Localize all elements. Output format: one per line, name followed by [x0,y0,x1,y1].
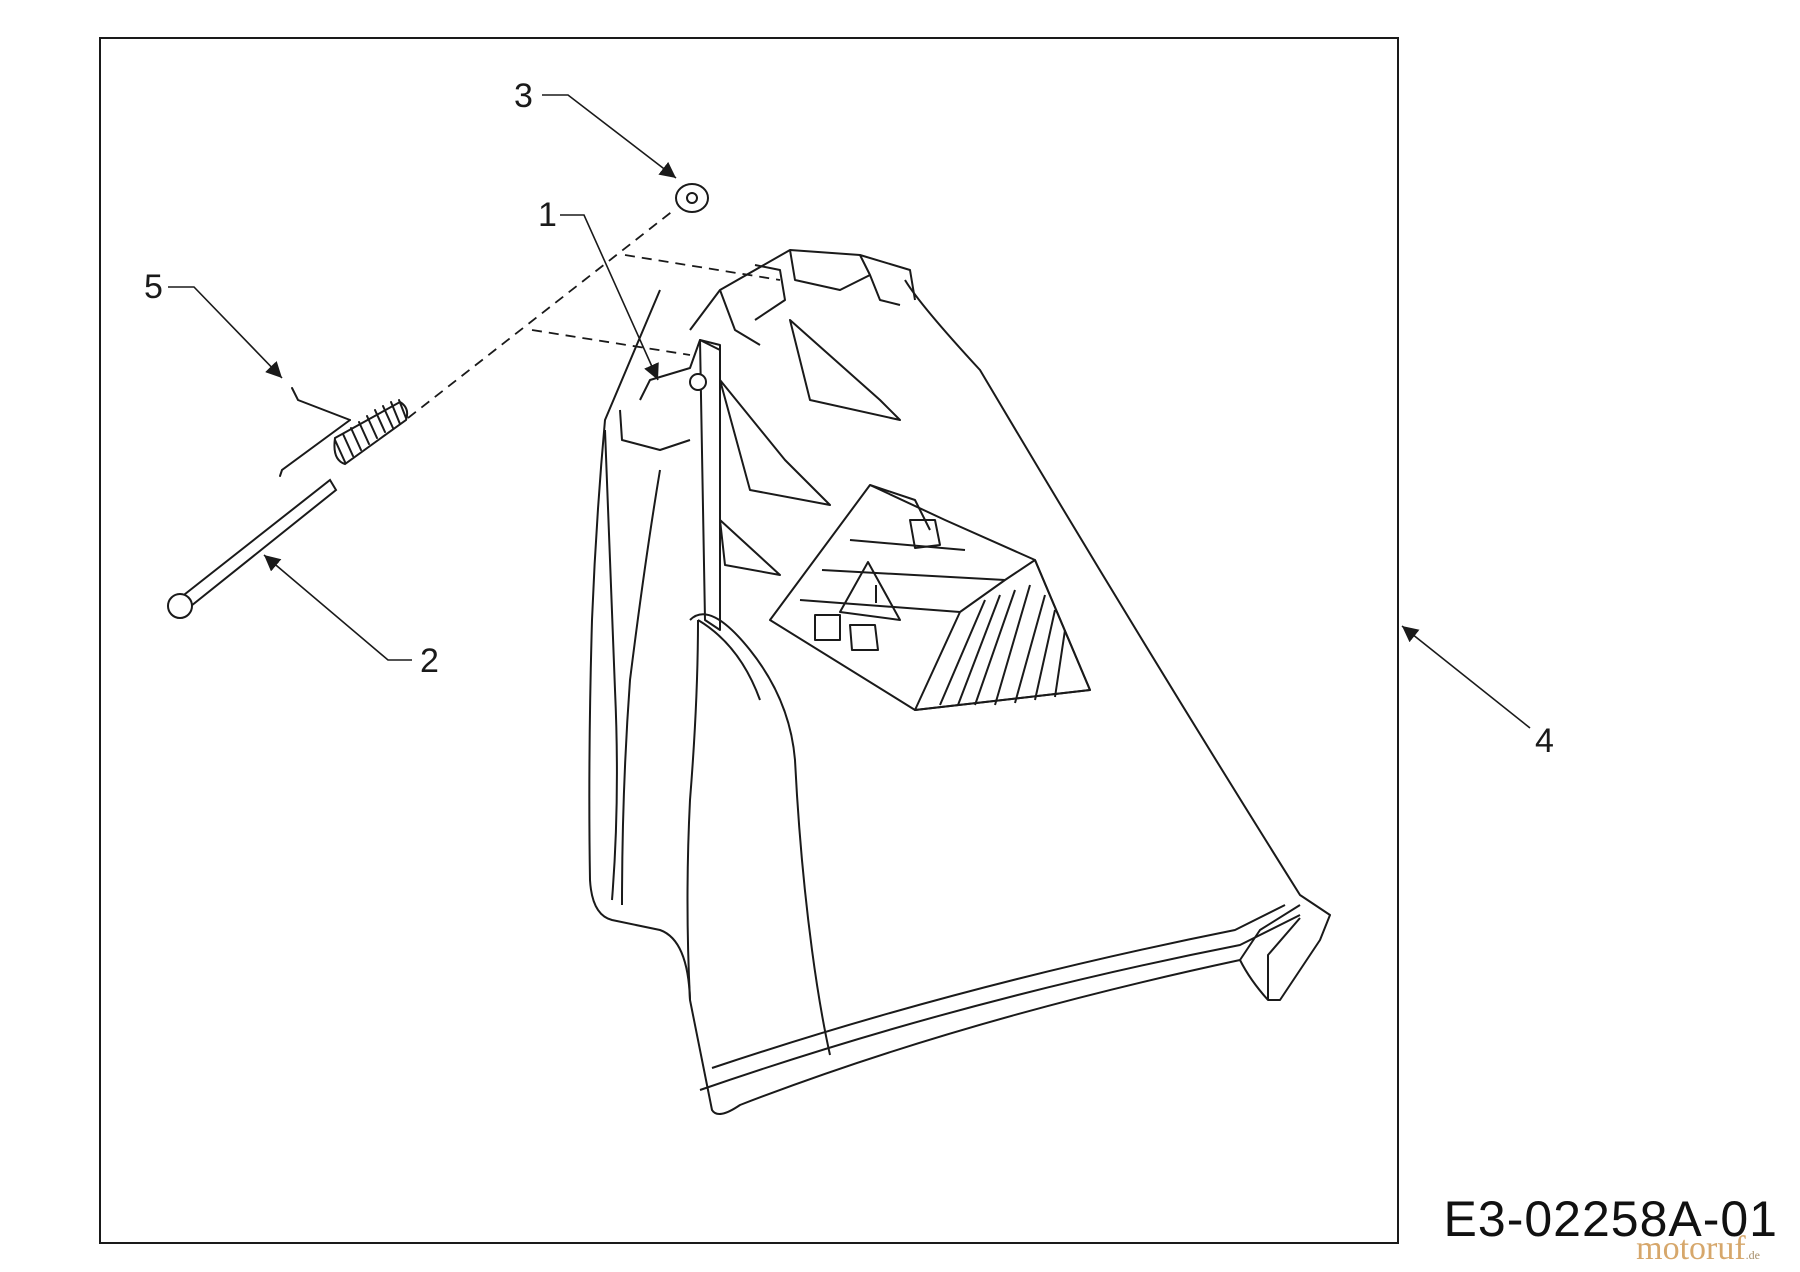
callout-2: 2 [420,642,439,680]
callout-3: 3 [514,77,533,115]
watermark-text: motoruf [1636,1230,1746,1267]
spring[interactable] [279,387,409,477]
leader-lines [168,94,1531,729]
leader-1 [560,214,659,381]
callout-5: 5 [144,268,163,306]
discharge-chute[interactable] [588,249,1331,1115]
washer[interactable] [675,183,709,213]
callout-4: 4 [1535,722,1554,760]
watermark-logo: motoruf.de [1636,1230,1760,1268]
pivot-hole [689,373,707,391]
leader-3 [542,94,677,179]
leader-2 [263,554,412,661]
leader-5 [168,286,283,379]
diagram-frame [99,37,1399,1244]
pin[interactable] [167,478,338,619]
callout-1: 1 [538,196,557,234]
drawing-code: E3-02258A-01 [1443,1191,1778,1247]
leader-4 [1401,625,1531,729]
assembly-lines [407,209,781,419]
watermark-suffix: .de [1745,1248,1760,1262]
